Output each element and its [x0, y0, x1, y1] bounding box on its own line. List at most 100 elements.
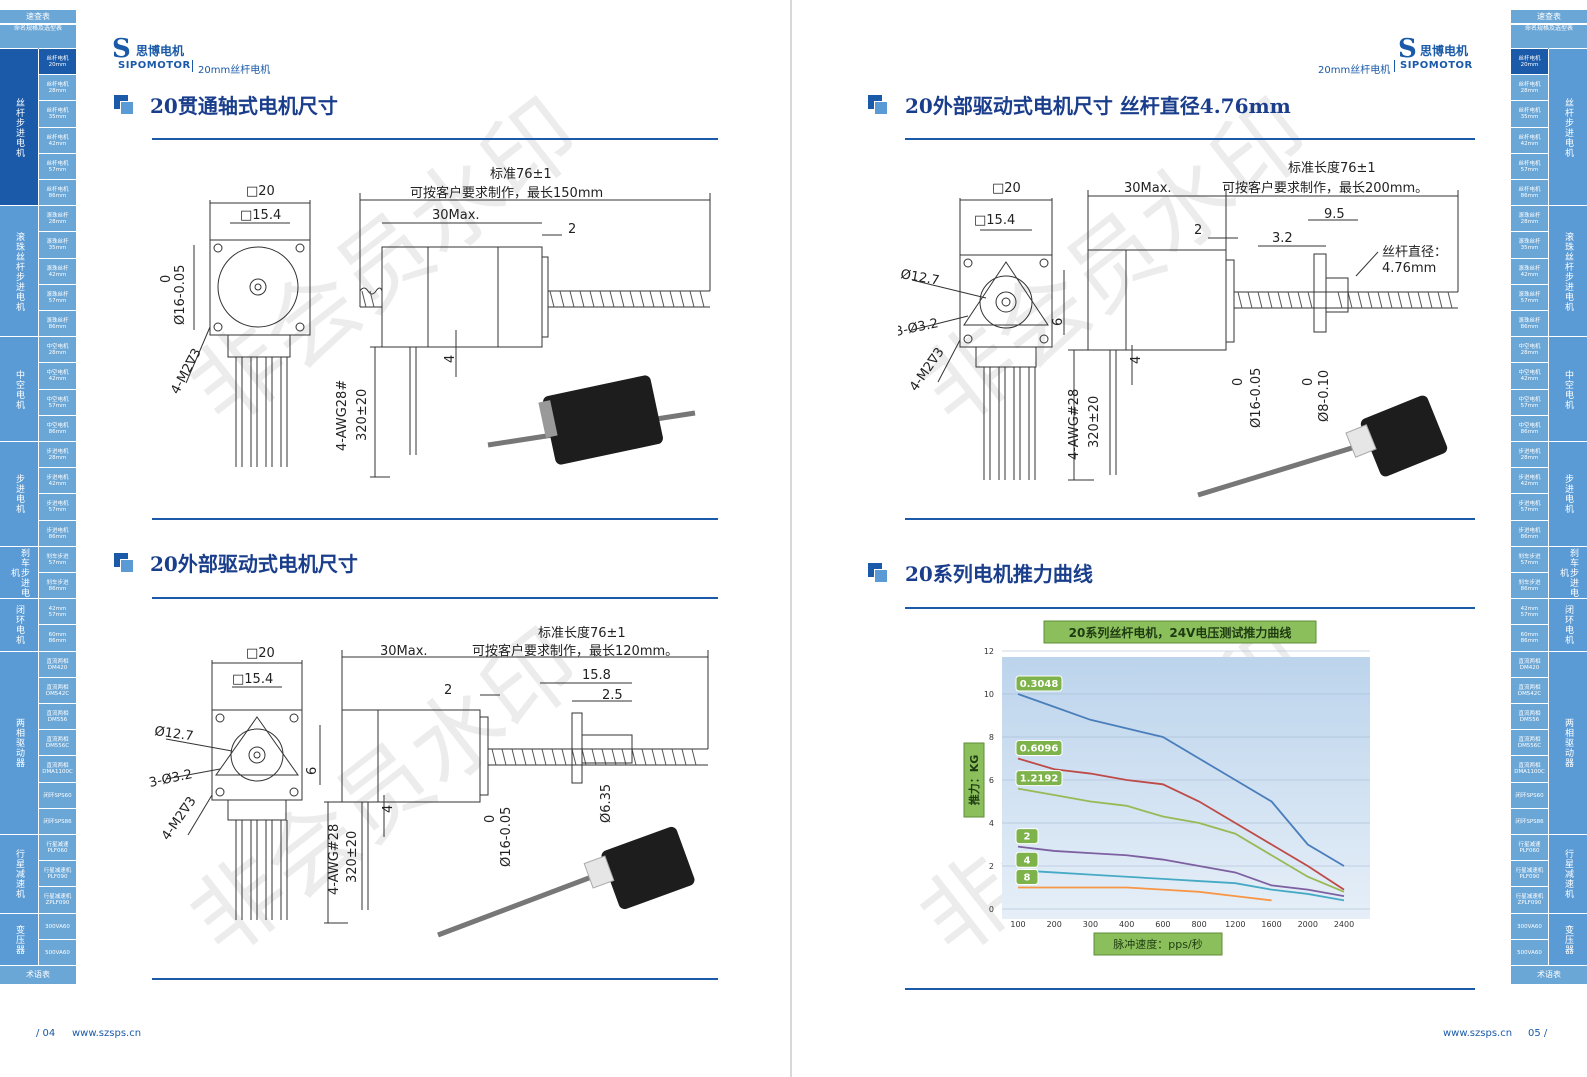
sidebar-quick-ref-tab[interactable]: 速查表 [0, 10, 76, 23]
sidebar-item-tab[interactable]: 行星减速机ZPLF090 [39, 886, 76, 914]
sidebar-item-tab[interactable]: 丝杆电机20mm [39, 48, 76, 76]
sidebar-item-tab[interactable]: 300VA60 [1511, 912, 1548, 940]
sidebar-item-tab[interactable]: 中空电机28mm [1511, 336, 1548, 364]
sidebar-item-tab[interactable]: 直流两相DM542C [39, 676, 76, 704]
sidebar-item-tab[interactable]: 60mm 86mm [39, 624, 76, 652]
sidebar-item-tab[interactable]: 滚珠丝杆42mm [39, 257, 76, 285]
sidebar-item-tab[interactable]: 丝杆电机42mm [39, 126, 76, 154]
sidebar-item-tab[interactable]: 丝杆电机42mm [1511, 126, 1548, 154]
sidebar-item-tab[interactable]: 直流两相DM420 [1511, 650, 1548, 678]
sidebar-item-tab[interactable]: 丝杆电机35mm [39, 100, 76, 128]
sidebar-group-tab[interactable]: 行星减速机 [0, 834, 38, 914]
sidebar-group-tab[interactable]: 闭环电机 [1549, 598, 1587, 652]
sidebar-item-tab[interactable]: 直流两相DM556 [39, 703, 76, 731]
sidebar-item-tab[interactable]: 中空电机57mm [1511, 388, 1548, 416]
sidebar-item-tab[interactable]: 直流两相DMA1100C [39, 755, 76, 783]
sidebar-item-tab[interactable]: 丝杆电机28mm [39, 74, 76, 102]
sidebar-item-tab[interactable]: 中空电机28mm [39, 336, 76, 364]
sidebar-item-tab[interactable]: 闭环SPS60 [39, 781, 76, 809]
sidebar-group-tab[interactable]: 行星减速机 [1549, 834, 1587, 914]
sidebar-item-tab[interactable]: 500VA60 [39, 938, 76, 966]
sidebar-item-tab[interactable]: 丝杆电机86mm [39, 179, 76, 207]
sidebar-item-tab[interactable]: 行星减速PLF060 [1511, 834, 1548, 862]
sidebar-item-tab[interactable]: 中空电机42mm [39, 362, 76, 390]
sidebar-item-tab[interactable]: 行星减速机PLF090 [1511, 860, 1548, 888]
sidebar-item-tab[interactable]: 60mm 86mm [1511, 624, 1548, 652]
dim-4: 4 [381, 805, 396, 813]
sidebar-item-tab[interactable]: 500VA60 [1511, 938, 1548, 966]
sidebar-item-tab[interactable]: 42mm 57mm [1511, 598, 1548, 626]
sidebar-item-tab[interactable]: 步进电机86mm [39, 519, 76, 547]
sidebar-group-tab[interactable]: 闭环电机 [0, 598, 38, 652]
sidebar-group-tab[interactable]: 两相驱动器 [1549, 650, 1587, 835]
sidebar-item-tab[interactable]: 丝杆电机20mm [1511, 48, 1548, 76]
sidebar-item-tab[interactable]: 中空电机86mm [39, 414, 76, 442]
sidebar-item-tab[interactable]: 丝杆电机57mm [1511, 152, 1548, 180]
series-label-box [1015, 740, 1063, 756]
sidebar-item-tab[interactable]: 刹车步进57mm [39, 545, 76, 573]
sidebar-group-tab[interactable]: 滚珠丝杆步进电机 [1549, 205, 1587, 338]
sidebar-group-tab[interactable]: 步进电机 [1549, 441, 1587, 547]
sidebar-group-tab[interactable]: 变压器 [0, 912, 38, 966]
sidebar-group-tab[interactable]: 刹车步进电机 [1549, 545, 1587, 600]
sidebar-group-tab[interactable]: 变压器 [1549, 912, 1587, 966]
sidebar-item-tab[interactable]: 步进电机57mm [1511, 493, 1548, 521]
sidebar-item-tab[interactable]: 滚珠丝杆57mm [39, 283, 76, 311]
sidebar-naming-tab[interactable]: 命名规格及选型表 [1511, 24, 1587, 49]
sidebar-group-tab[interactable]: 丝杆步进电机 [1549, 48, 1587, 207]
drawing-external-drive: □20 □15.4 标准长度76±1 可按客户要求制作，最长120mm。 30M… [148, 625, 709, 938]
sidebar-item-tab[interactable]: 行星减速机PLF090 [39, 860, 76, 888]
sidebar-glossary-tab[interactable]: 术语表 [0, 965, 76, 984]
chart-grid [1002, 650, 1370, 910]
sidebar-item-tab[interactable]: 300VA60 [39, 912, 76, 940]
sidebar-item-tab[interactable]: 闭环SPS86 [39, 807, 76, 835]
sidebar-item-tab[interactable]: 滚珠丝杆28mm [1511, 205, 1548, 233]
sidebar-item-tab[interactable]: 中空电机86mm [1511, 414, 1548, 442]
sidebar-item-tab[interactable]: 直流两相DM556C [39, 729, 76, 757]
sidebar-group-tab[interactable]: 中空电机 [1549, 336, 1587, 442]
sidebar-item-tab[interactable]: 丝杆电机86mm [1511, 179, 1548, 207]
sidebar-item-tab[interactable]: 步进电机57mm [39, 493, 76, 521]
sidebar-item-tab[interactable]: 滚珠丝杆42mm [1511, 257, 1548, 285]
sidebar-item-tab[interactable]: 滚珠丝杆35mm [39, 231, 76, 259]
sidebar-item-tab[interactable]: 直流两相DM556 [1511, 703, 1548, 731]
sidebar-item-tab[interactable]: 刹车步进86mm [1511, 572, 1548, 600]
sidebar-item-tab[interactable]: 行星减速机ZPLF090 [1511, 886, 1548, 914]
sidebar-item-tab[interactable]: 滚珠丝杆35mm [1511, 231, 1548, 259]
sidebar-item-tab[interactable]: 刹车步进57mm [1511, 545, 1548, 573]
sidebar-item-tab[interactable]: 滚珠丝杆28mm [39, 205, 76, 233]
sidebar-glossary-tab[interactable]: 术语表 [1511, 965, 1587, 984]
sidebar-group-tab[interactable]: 滚珠丝杆步进电机 [0, 205, 38, 338]
sidebar-item-tab[interactable]: 直流两相DMA1100C [1511, 755, 1548, 783]
sidebar-group-tab[interactable]: 刹车步进电机 [0, 545, 38, 600]
sidebar-item-tab[interactable]: 丝杆电机28mm [1511, 74, 1548, 102]
header-subtitle: 20mm丝杆电机 [1318, 65, 1391, 76]
sidebar-item-tab[interactable]: 42mm 57mm [39, 598, 76, 626]
sidebar-item-tab[interactable]: 丝杆电机57mm [39, 152, 76, 180]
sidebar-group-tab[interactable]: 步进电机 [0, 441, 38, 547]
sidebar-item-tab[interactable]: 直流两相DM420 [39, 650, 76, 678]
sidebar-naming-tab[interactable]: 命名规格及选型表 [0, 24, 76, 49]
sidebar-group-tab[interactable]: 中空电机 [0, 336, 38, 442]
sidebar-item-tab[interactable]: 步进电机42mm [39, 467, 76, 495]
sidebar-item-tab[interactable]: 直流两相DM556C [1511, 729, 1548, 757]
sidebar-item-tab[interactable]: 步进电机86mm [1511, 519, 1548, 547]
sidebar-item-tab[interactable]: 中空电机42mm [1511, 362, 1548, 390]
sidebar-item-tab[interactable]: 步进电机28mm [1511, 441, 1548, 469]
sidebar-group-tab[interactable]: 丝杆步进电机 [0, 48, 38, 207]
sidebar-item-tab[interactable]: 滚珠丝杆86mm [1511, 310, 1548, 338]
sidebar-item-tab[interactable]: 直流两相DM542C [1511, 676, 1548, 704]
sidebar-item-tab[interactable]: 刹车步进86mm [39, 572, 76, 600]
sidebar-group-tab[interactable]: 两相驱动器 [0, 650, 38, 835]
sidebar-item-tab[interactable]: 步进电机42mm [1511, 467, 1548, 495]
sidebar-item-tab[interactable]: 滚珠丝杆86mm [39, 310, 76, 338]
sidebar-quick-ref-tab[interactable]: 速查表 [1511, 10, 1587, 23]
sidebar-item-tab[interactable]: 中空电机57mm [39, 388, 76, 416]
sidebar-item-tab[interactable]: 闭环SPS86 [1511, 807, 1548, 835]
sidebar-item-tab[interactable]: 滚珠丝杆57mm [1511, 283, 1548, 311]
sidebar-item-tab[interactable]: 步进电机28mm [39, 441, 76, 469]
sidebar-item-tab[interactable]: 行星减速PLF060 [39, 834, 76, 862]
sidebar-item-tab[interactable]: 闭环SPS60 [1511, 781, 1548, 809]
sidebar-item-tab[interactable]: 丝杆电机35mm [1511, 100, 1548, 128]
